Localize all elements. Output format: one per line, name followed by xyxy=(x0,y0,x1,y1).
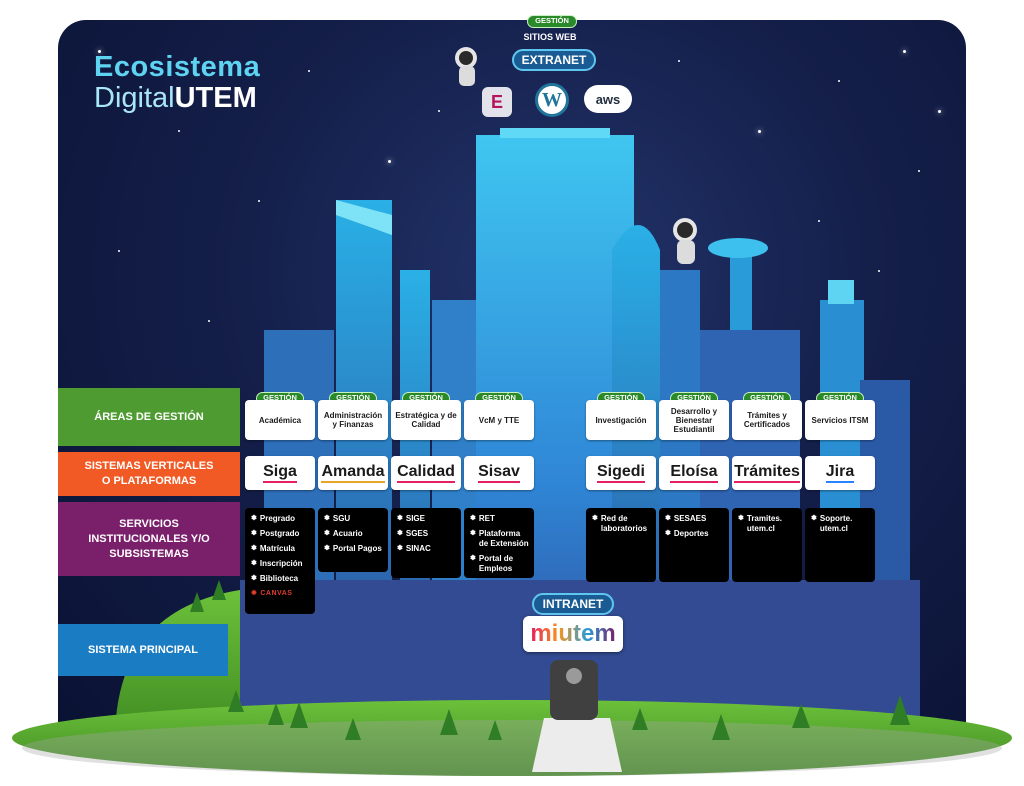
aws-icon[interactable]: aws xyxy=(584,85,632,113)
category-sistema-principal: SISTEMA PRINCIPAL xyxy=(58,624,228,676)
area-card[interactable]: Estratégica y de Calidad xyxy=(391,400,461,440)
system-logo[interactable]: Sisav xyxy=(464,456,534,490)
miutem-brand: miutem xyxy=(530,620,616,647)
services-card: RET Plataforma de ExtensiónPortal de Empl… xyxy=(464,508,534,578)
service-item[interactable]: SGU xyxy=(324,514,384,524)
service-item[interactable]: RET xyxy=(470,514,530,524)
service-item[interactable]: SIGE xyxy=(397,514,457,524)
service-item[interactable]: SESAES xyxy=(665,514,725,524)
sitios-web-label: SITIOS WEB xyxy=(523,32,577,42)
area-label: Investigación xyxy=(595,415,647,425)
area-label: Estratégica y de Calidad xyxy=(395,411,457,429)
area-card[interactable]: Desarrollo y Bienestar Estudiantil xyxy=(659,400,729,440)
area-card[interactable]: Trámites y Certificados xyxy=(732,400,802,440)
area-label: Administración y Finanzas xyxy=(323,411,383,429)
services-card: SESAES Deportes xyxy=(659,508,729,582)
area-label: Trámites y Certificados xyxy=(743,411,791,429)
service-item[interactable]: Biblioteca xyxy=(251,574,311,584)
services-card: Soporte. utem.cl xyxy=(805,508,875,582)
service-item[interactable]: Pregrado xyxy=(251,514,311,524)
title-line-2: DigitalUTEM xyxy=(94,82,260,114)
title-digital: Digital xyxy=(94,82,175,114)
service-item[interactable]: Portal de Empleos xyxy=(470,554,530,574)
service-item[interactable]: Postgrado xyxy=(251,529,311,539)
category-servicios-institucionales: SERVICIOS INSTITUCIONALES Y/O SUBSISTEMA… xyxy=(58,502,240,576)
service-item[interactable]: SGES xyxy=(397,529,457,539)
title-line-1: Ecosistema xyxy=(94,51,261,83)
area-label: Académica xyxy=(258,415,302,425)
area-label: Desarrollo y Bienestar Estudiantil xyxy=(670,406,718,434)
top-gestion-badge: GESTIÓN xyxy=(527,15,577,28)
system-name: Sigedi xyxy=(596,463,645,483)
service-item[interactable]: Tramites. utem.cl xyxy=(738,514,798,534)
services-card: SIGE SGES SINAC xyxy=(391,508,461,578)
services-card: SGU AcuarioPortal Pagos xyxy=(318,508,388,572)
system-name: Calidad xyxy=(397,463,455,483)
service-item[interactable]: Matrícula xyxy=(251,544,311,554)
service-item[interactable]: Deportes xyxy=(665,529,725,539)
services-card: Red de laboratorios xyxy=(586,508,656,582)
area-card[interactable]: Administración y Finanzas xyxy=(318,400,388,440)
system-logo[interactable]: Eloísa xyxy=(659,456,729,490)
service-item[interactable]: Soporte. utem.cl xyxy=(811,514,871,534)
service-item[interactable]: Inscripción xyxy=(251,559,311,569)
area-card[interactable]: VcM y TTE xyxy=(464,400,534,440)
extranet-button[interactable]: EXTRANET xyxy=(512,49,596,71)
ecosystem-title: Ecosistema DigitalUTEM xyxy=(94,52,260,114)
system-logo[interactable]: Siga xyxy=(245,456,315,490)
system-name: Sisav xyxy=(478,463,520,483)
service-item[interactable]: Acuario xyxy=(324,529,384,539)
service-item[interactable]: Red de laboratorios xyxy=(592,514,652,534)
title-utem: UTEM xyxy=(174,82,257,114)
system-name: Jira xyxy=(825,463,855,483)
miutem-logo[interactable]: miutem xyxy=(523,616,623,652)
area-card[interactable]: Servicios ITSM xyxy=(805,400,875,440)
system-name: Siga xyxy=(263,463,297,483)
services-card: Tramites. utem.cl xyxy=(732,508,802,582)
wordpress-icon[interactable]: W xyxy=(535,83,569,117)
services-card: PregradoPostgradoMatrículaInscripciónBib… xyxy=(245,508,315,614)
system-logo[interactable]: Trámites xyxy=(732,456,802,490)
service-item[interactable]: Portal Pagos xyxy=(324,544,384,554)
service-item[interactable]: Plataforma de Extensión xyxy=(470,529,530,549)
system-name: Amanda xyxy=(321,463,385,483)
system-logo[interactable]: Jira xyxy=(805,456,875,490)
area-label: VcM y TTE xyxy=(478,415,520,425)
category-areas-de-gestion: ÁREAS DE GESTIÓN xyxy=(58,388,240,446)
system-name: Trámites xyxy=(734,463,800,483)
service-item[interactable]: SINAC xyxy=(397,544,457,554)
category-sistemas-verticales: SISTEMAS VERTICALES O PLATAFORMAS xyxy=(58,452,240,496)
system-name: Eloísa xyxy=(670,463,718,483)
system-logo[interactable]: Calidad xyxy=(391,456,461,490)
intranet-button[interactable]: INTRANET xyxy=(532,593,614,615)
system-logo[interactable]: Amanda xyxy=(318,456,388,490)
system-logo[interactable]: Sigedi xyxy=(586,456,656,490)
area-card[interactable]: Académica xyxy=(245,400,315,440)
area-card[interactable]: Investigación xyxy=(586,400,656,440)
area-label: Servicios ITSM xyxy=(811,415,869,425)
canvas-logo[interactable]: CANVAS xyxy=(251,589,311,599)
elementor-icon[interactable]: E xyxy=(482,87,512,117)
